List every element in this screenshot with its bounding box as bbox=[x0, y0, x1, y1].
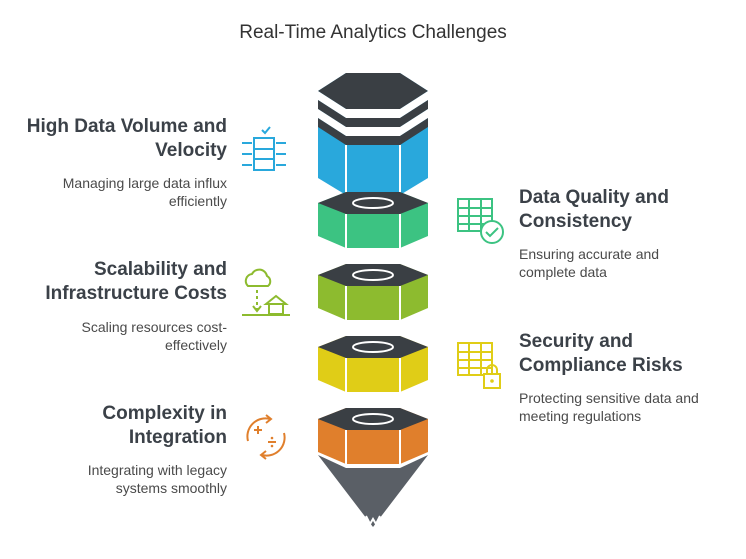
item-2-description: Ensuring accurate and complete data bbox=[519, 246, 660, 280]
item-1-heading: High Data Volume and Velocity bbox=[26, 116, 227, 161]
item-4-description: Protecting sensitive data and meeting re… bbox=[519, 390, 699, 424]
segment-orange bbox=[318, 408, 428, 527]
item-4-heading: Security and Compliance Risks bbox=[519, 331, 683, 376]
database-check-icon bbox=[242, 126, 286, 171]
table-lock-icon bbox=[457, 342, 501, 389]
item-5-description: Integrating with legacy systems smoothly bbox=[87, 462, 227, 496]
drill-cone bbox=[318, 455, 428, 527]
item-1-description: Managing large data influx efficiently bbox=[62, 175, 227, 209]
segment-lime bbox=[318, 264, 428, 320]
segment-yellow bbox=[318, 336, 428, 392]
cloud-upload-house-icon bbox=[242, 268, 290, 316]
math-cycle-icon bbox=[246, 414, 286, 460]
segment-blue bbox=[318, 73, 428, 195]
diagram-title: Real-Time Analytics Challenges bbox=[239, 22, 507, 43]
item-3-description: Scaling resources cost- effectively bbox=[81, 319, 227, 353]
table-check-icon bbox=[457, 198, 504, 244]
segment-green bbox=[318, 192, 428, 248]
item-2-heading: Data Quality and Consistency bbox=[519, 187, 669, 232]
item-5-heading: Complexity in Integration bbox=[102, 403, 227, 448]
item-3-heading: Scalability and Infrastructure Costs bbox=[45, 259, 227, 304]
